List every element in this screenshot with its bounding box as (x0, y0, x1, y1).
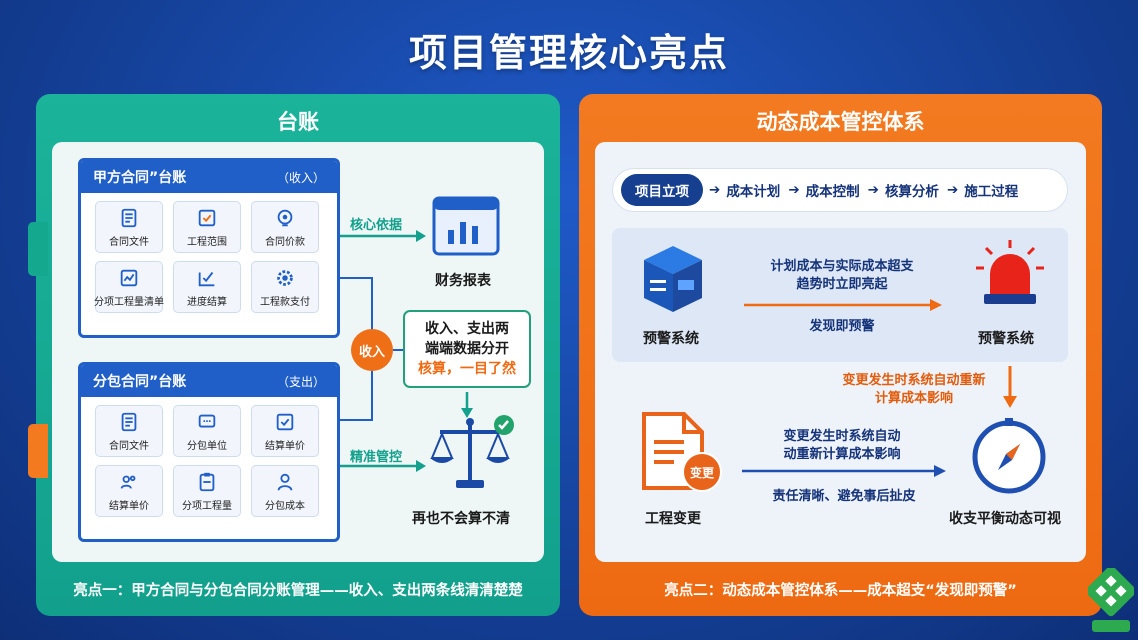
money-shield-icon (277, 209, 293, 226)
separation-note-line1: 收入、支出两 (425, 321, 509, 337)
precise-control-arrowhead (416, 460, 426, 472)
overrun-trend-text: 计划成本与实际成本超支 趋势时立即亮起 (744, 258, 940, 294)
warning-arrow (744, 299, 942, 311)
brand-logo-icon (1088, 568, 1134, 632)
flow-step: 成本计划 (726, 184, 781, 200)
ledger-a-item: 合同文件 (95, 201, 163, 253)
client-contract-ledger-header: 甲方合同”台账 （收入） (81, 161, 337, 193)
ledger-a-item-label: 合同价款 (265, 236, 305, 248)
income-badge: 收入 (351, 329, 393, 371)
page-title: 项目管理核心亮点 (408, 31, 729, 75)
people-icon (120, 475, 136, 489)
warning-system-left-label: 预警系统 (643, 331, 699, 347)
ledger-b-item: 结算单价 (251, 405, 319, 457)
ledger-a-item: 合同价款 (251, 201, 319, 253)
flow-step-project-initiation: 项目立项 (621, 174, 703, 206)
flow-step: 施工过程 (964, 184, 1019, 200)
chart-line-icon (120, 269, 138, 286)
check-icon (494, 415, 514, 435)
client-contract-ledger-tag: （收入） (276, 170, 325, 185)
cost-control-panel-title: 动态成本管控体系 (756, 110, 925, 134)
down-arrow (1003, 366, 1017, 408)
chat-icon (198, 414, 216, 427)
ledger-b-item: 分包成本 (251, 465, 319, 517)
ledger-a-item: 工程范围 (173, 201, 241, 253)
change-badge: 变更 (682, 452, 722, 492)
ledger-a-item-label: 分项工程量清单 (94, 296, 164, 308)
balance-scale-icon (430, 418, 510, 488)
ledger-a-item: 分项工程量清单 (94, 261, 164, 313)
document-icon (121, 208, 137, 227)
client-contract-ledger: 甲方合同”台账 （收入） 合同文件 工程范围 合同价款 分项工程量清单 进度结算… (78, 158, 340, 338)
checklist-icon (198, 209, 216, 226)
clipboard-icon (199, 472, 215, 491)
separation-note-line2: 端端数据分开 (425, 341, 509, 357)
overrun-trend-line1: 计划成本与实际成本超支 (770, 259, 914, 274)
engineering-change-label: 工程变更 (645, 511, 701, 527)
ledger-a-item-label: 合同文件 (109, 236, 149, 248)
ledger-b-item: 合同文件 (95, 405, 163, 457)
compass-icon (972, 418, 1046, 494)
ledger-a-item: 工程款支付 (251, 261, 319, 313)
change-recalc-text: 变更发生时系统自动 动重新计算成本影响 (754, 428, 930, 464)
ledger-b-item: 分项工程量 (173, 465, 241, 517)
cost-control-panel-footer: 亮点二：动态成本管控体系——成本超支“发现即预警” (664, 583, 1017, 599)
auto-recalc-line2: 计算成本影响 (874, 391, 953, 406)
person-icon (277, 473, 293, 491)
ledger-b-item-label: 分包成本 (265, 500, 305, 512)
client-contract-ledger-title: 甲方合同”台账 (93, 170, 187, 186)
change-recalc-line2: 动重新计算成本影响 (783, 447, 901, 462)
subcontract-ledger-tag: （支出） (276, 374, 325, 389)
responsibility-text: 责任清晰、避免事后扯皮 (772, 489, 916, 504)
flow-step: 核算分析 (884, 184, 939, 200)
alarm-light-icon (976, 240, 1044, 304)
change-arrow (742, 465, 946, 477)
ledger-b-item: 结算单价 (95, 465, 163, 517)
ledger-a-item-label: 进度结算 (187, 296, 227, 308)
auto-recalc-line1: 变更发生时系统自动重新 (842, 373, 986, 388)
subcontract-ledger-title: 分包合同”台账 (93, 374, 187, 390)
document-icon (121, 412, 137, 431)
separation-note-line3: 核算，一目了然 (418, 361, 516, 377)
overrun-trend-line2: 趋势时立即亮起 (796, 277, 888, 292)
ledger-b-item-label: 结算单价 (109, 500, 149, 512)
ledger-a-item: 进度结算 (173, 261, 241, 313)
flow-arrow-icon: ➔ (867, 182, 879, 198)
flow-arrow-icon: ➔ (709, 182, 721, 198)
ledger-b-item: 分包单位 (173, 405, 241, 457)
ledger-a-item-label: 工程款支付 (260, 296, 310, 308)
gear-icon (277, 269, 293, 286)
server-icon (644, 246, 702, 312)
progress-check-icon (198, 271, 215, 286)
auto-recalc-text: 变更发生时系统自动重新 计算成本影响 (826, 372, 1002, 408)
ledger-b-item-label: 分项工程量 (182, 500, 232, 512)
subcontract-ledger-header: 分包合同”台账 （支出） (81, 365, 337, 397)
financial-report-label: 财务报表 (435, 273, 491, 289)
ledger-a-item-label: 工程范围 (187, 236, 227, 248)
detect-warn-text: 发现即预警 (809, 319, 875, 334)
ledger-b-item-label: 结算单价 (265, 440, 305, 452)
ledger-b-item-label: 分包单位 (187, 440, 227, 452)
ledger-panel-title: 台账 (277, 110, 319, 134)
no-confusion-label: 再也不会算不清 (412, 511, 510, 527)
core-basis-arrowhead (416, 230, 426, 242)
change-recalc-line1: 变更发生时系统自动 (783, 429, 901, 444)
subcontract-ledger: 分包合同”台账 （支出） 合同文件 分包单位 结算单价 结算单价 分项工程量 分… (78, 362, 340, 542)
flow-arrow-icon: ➔ (946, 182, 959, 198)
financial-report-icon (432, 196, 500, 256)
core-basis-label: 核心依据 (350, 218, 403, 233)
separation-note-box: 收入、支出两 端端数据分开 核算，一目了然 (403, 310, 531, 388)
precise-control-label: 精准管控 (350, 450, 403, 465)
process-flow-bar: 项目立项 ➔ 成本计划 ➔ 成本控制 ➔ 核算分析 ➔ 施工过程 (612, 168, 1068, 212)
ledger-panel-footer: 亮点一：甲方合同与分包合同分账管理——收入、支出两条线清清楚楚 (73, 583, 523, 599)
flow-arrow-icon: ➔ (788, 182, 800, 198)
income-tab-marker (28, 222, 48, 276)
balance-visible-label: 收支平衡动态可视 (949, 511, 1061, 527)
flow-step: 成本控制 (805, 184, 860, 200)
expense-tab-marker (28, 424, 48, 478)
warning-system-right-label: 预警系统 (978, 331, 1034, 347)
checkbox-icon (276, 413, 294, 430)
ledger-b-item-label: 合同文件 (109, 440, 149, 452)
